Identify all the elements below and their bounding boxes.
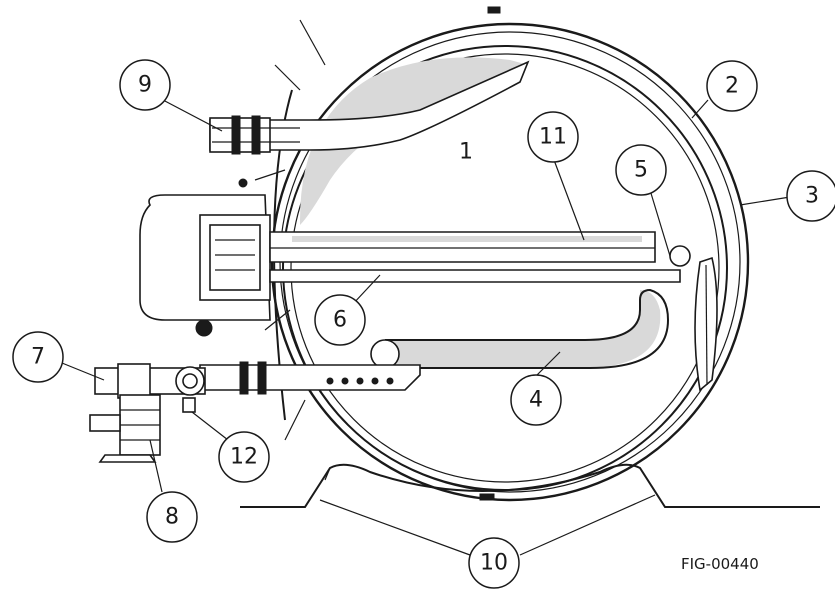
callout-9-label: 9 <box>138 73 152 98</box>
callout-4-label: 4 <box>529 388 543 413</box>
leader-9 <box>162 99 223 132</box>
callout-6-label: 6 <box>333 308 347 333</box>
leader-5 <box>649 189 671 257</box>
callout-7-label: 7 <box>31 345 45 370</box>
callout-3: 3 <box>786 170 835 222</box>
chamber-interior-shading <box>300 57 525 225</box>
callout-10: 10 <box>468 537 520 589</box>
leader-3 <box>739 196 791 206</box>
door-handle <box>209 60 530 155</box>
callout-12-label: 12 <box>230 445 258 470</box>
valve-assembly <box>89 363 206 463</box>
leader-10b <box>519 494 656 556</box>
callout-2: 2 <box>706 60 758 112</box>
callout-2-label: 2 <box>725 74 739 99</box>
leader-10a <box>319 499 471 556</box>
callout-5: 5 <box>615 144 667 196</box>
figure-id-label: FIG-00440 <box>681 555 759 573</box>
callout-1-label: 1 <box>459 140 473 165</box>
lower-tray-rail <box>199 361 421 395</box>
callout-9: 9 <box>119 59 171 111</box>
callout-7: 7 <box>12 331 64 383</box>
callout-8-label: 8 <box>165 505 179 530</box>
vessel-body <box>270 6 750 502</box>
element-rods <box>269 231 691 283</box>
callout-10-label: 10 <box>480 551 508 576</box>
leader-7 <box>61 362 105 381</box>
callout-6: 6 <box>314 294 366 346</box>
callout-4: 4 <box>510 374 562 426</box>
control-housing <box>139 178 271 337</box>
door-hinge-plate <box>694 256 718 392</box>
callout-11-label: 11 <box>539 125 567 150</box>
callout-11: 11 <box>527 111 579 163</box>
callout-12: 12 <box>218 431 270 483</box>
callout-1: 1 <box>441 127 491 177</box>
callout-5-label: 5 <box>634 158 648 183</box>
callout-8: 8 <box>146 491 198 543</box>
leader-11 <box>553 159 585 241</box>
leader-8 <box>149 439 163 493</box>
leader-2 <box>691 99 709 119</box>
u-tube <box>370 288 670 369</box>
leader-6 <box>351 274 381 306</box>
callout-3-label: 3 <box>805 184 819 209</box>
leader-12 <box>191 411 229 441</box>
base-stand <box>240 463 820 508</box>
leader-lines <box>61 99 791 556</box>
